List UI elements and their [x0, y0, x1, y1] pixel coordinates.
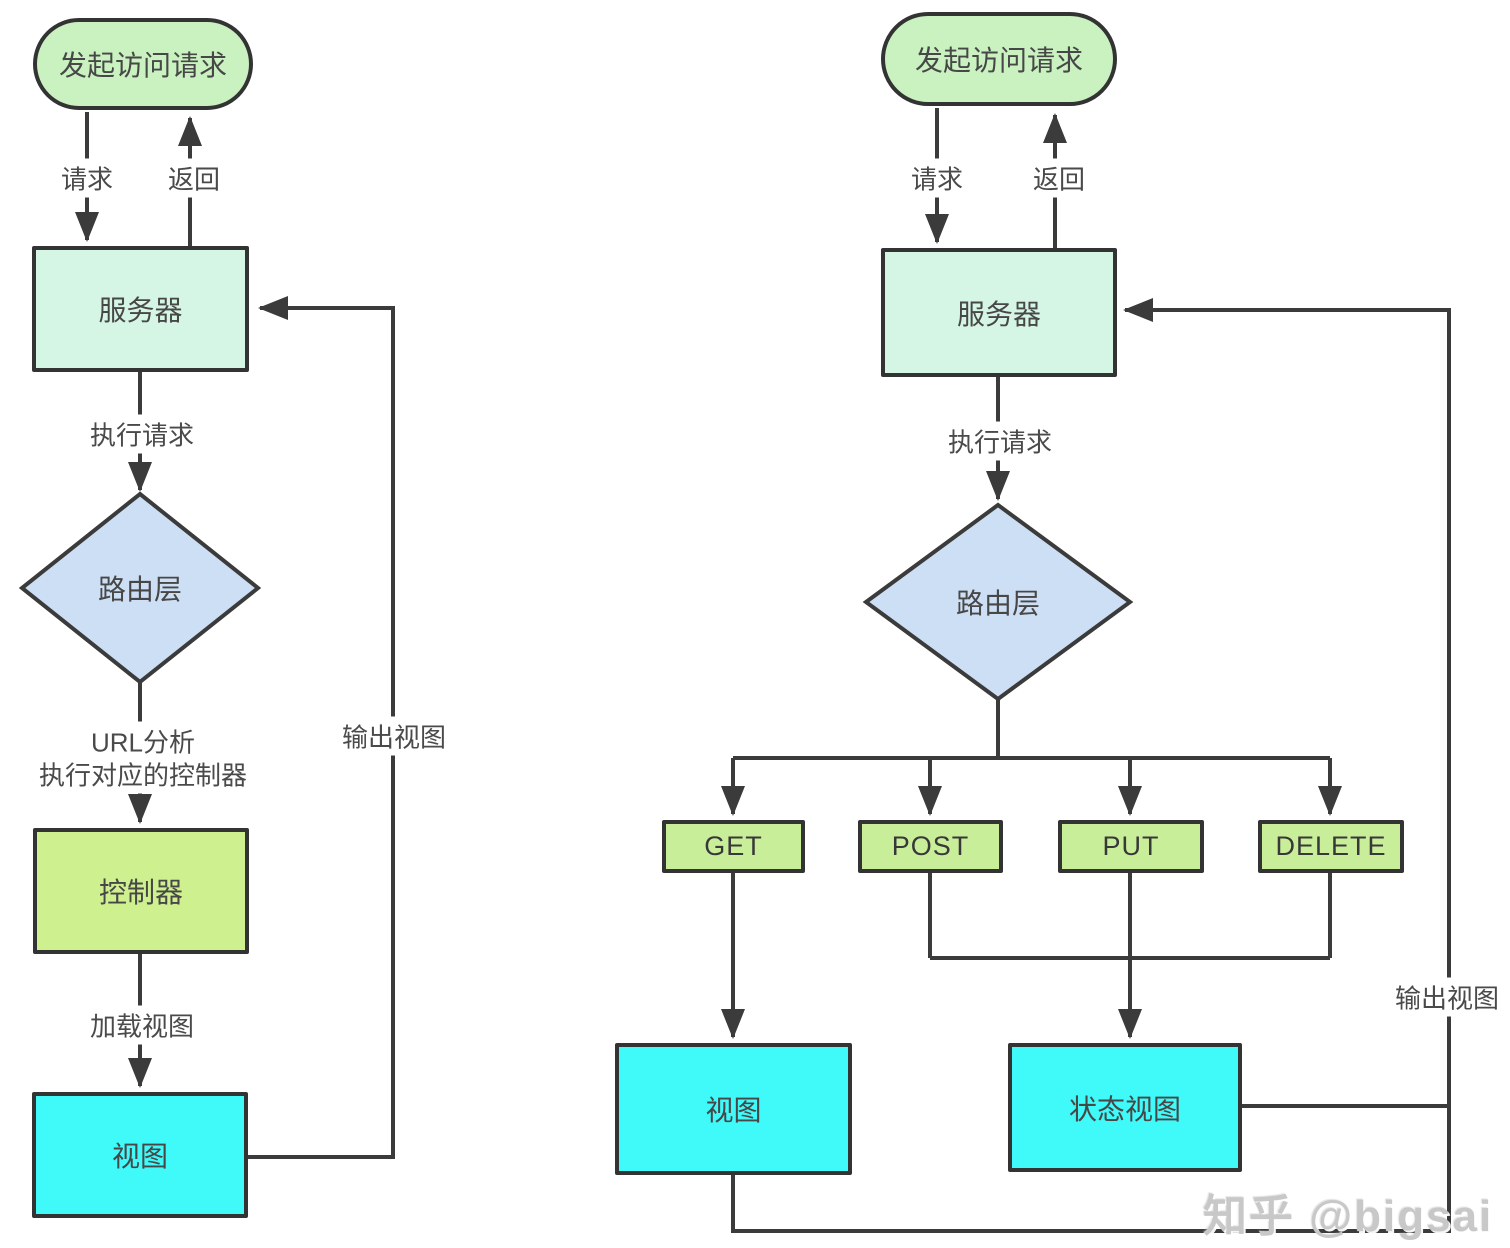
left-edge-label-load-view: 加载视图: [82, 1005, 202, 1045]
right-put-label: PUT: [1102, 831, 1160, 861]
right-view-label: 视图: [705, 1095, 762, 1126]
left-router-label: 路由层: [97, 574, 183, 605]
left-start-node: 发起访问请求: [33, 18, 253, 110]
right-edge-label-request: 请求: [903, 158, 971, 198]
right-edge-label-execute-request: 执行请求: [940, 421, 1060, 461]
right-server-node: 服务器: [881, 248, 1117, 377]
left-controller-label: 控制器: [98, 877, 183, 908]
left-start-label: 发起访问请求: [58, 50, 227, 81]
zhihu-watermark: 知乎 @bigsai: [1203, 1192, 1494, 1241]
right-server-label: 服务器: [956, 298, 1041, 330]
left-edge-label-output-view: 输出视图: [334, 716, 454, 756]
right-edge-output-view-loop: [731, 298, 1451, 1233]
right-get-node: GET: [662, 820, 805, 873]
left-edge-label-execute-request: 执行请求: [82, 414, 202, 454]
right-post-label: POST: [891, 831, 970, 861]
right-edge-label-output-view: 输出视图: [1387, 977, 1507, 1017]
left-view-node: 视图: [32, 1092, 248, 1218]
right-router-label: 路由层: [955, 588, 1041, 619]
left-router-diamond: [18, 491, 262, 685]
right-start-node: 发起访问请求: [881, 12, 1117, 106]
right-delete-label: DELETE: [1275, 831, 1387, 861]
right-get-label: GET: [704, 831, 763, 861]
right-edge-label-return: 返回: [1025, 158, 1093, 198]
right-status-view-node: 状态视图: [1008, 1043, 1242, 1172]
left-server-label: 服务器: [98, 295, 183, 326]
left-edge-label-execute-controller: 执行对应的控制器: [31, 754, 255, 794]
left-edge-label-url-analysis: URL分析: [83, 721, 203, 761]
left-server-node: 服务器: [32, 246, 249, 372]
right-start-label: 发起访问请求: [914, 45, 1083, 76]
right-delete-node: DELETE: [1258, 820, 1404, 873]
left-edge-label-return: 返回: [160, 158, 228, 198]
right-post-node: POST: [858, 820, 1003, 873]
right-view-node: 视图: [615, 1043, 852, 1175]
right-router-diamond: [862, 502, 1134, 702]
right-put-node: PUT: [1058, 820, 1204, 873]
left-view-label: 视图: [111, 1141, 168, 1172]
left-edge-label-request: 请求: [53, 158, 121, 198]
left-controller-node: 控制器: [33, 828, 249, 954]
right-status-view-label: 状态视图: [1068, 1093, 1181, 1125]
